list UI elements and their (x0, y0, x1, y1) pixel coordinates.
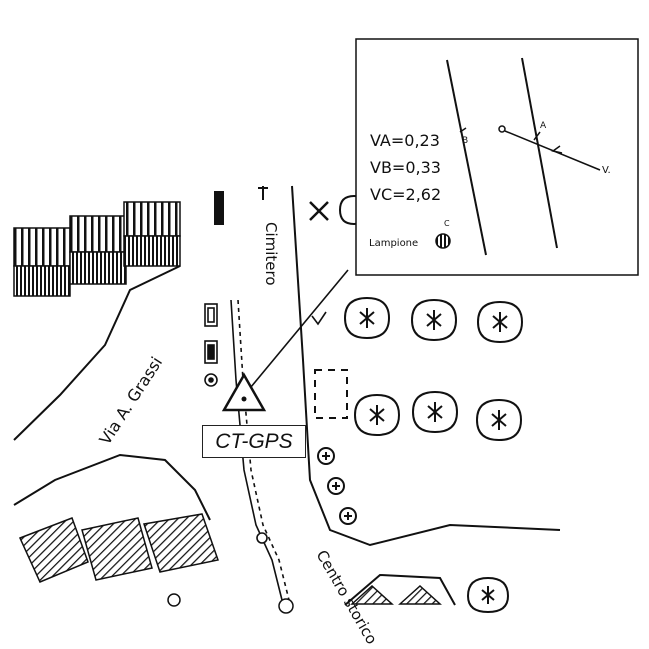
tree-icon (353, 393, 401, 437)
shrub-icon (317, 447, 335, 465)
cross-marker (309, 201, 329, 221)
shrub-icon (327, 477, 345, 495)
tree-icon (475, 398, 523, 442)
street-label-cimitero: Cimitero (262, 222, 280, 286)
inset-vc-value: VC=2,62 (370, 185, 441, 204)
shrub-icon (339, 507, 357, 525)
inset-point-v: V. (602, 165, 611, 176)
inset-point-c: C (444, 219, 450, 228)
tree-icon (343, 296, 391, 340)
inset-va-value: VA=0,23 (370, 131, 440, 150)
street-label-via-grassi: Via A. Grassi (95, 353, 166, 448)
pointer-line (245, 269, 349, 394)
dashed-site-marker (314, 369, 348, 419)
station-label: CT-GPS (202, 425, 306, 458)
inset-lampione-label: Lampione (369, 238, 418, 249)
tree-icon (476, 300, 524, 344)
path-symbols (204, 303, 268, 544)
inset-panel (355, 38, 639, 276)
footpath (230, 299, 290, 601)
cemetery-marker (214, 186, 268, 225)
tree-icon (466, 576, 510, 614)
inset-point-b: B (462, 136, 468, 146)
tree-icon (410, 298, 458, 342)
tree-icon (411, 390, 459, 434)
inset-vb-value: VB=0,33 (370, 158, 441, 177)
inset-point-a: A (540, 121, 547, 131)
gps-station-icon (221, 372, 267, 412)
building-block-northwest (13, 201, 181, 297)
building-block-south (167, 573, 456, 614)
building-block-southwest (18, 513, 219, 583)
trees (317, 194, 524, 614)
road-via-grassi (13, 265, 211, 521)
road-main (291, 185, 561, 547)
